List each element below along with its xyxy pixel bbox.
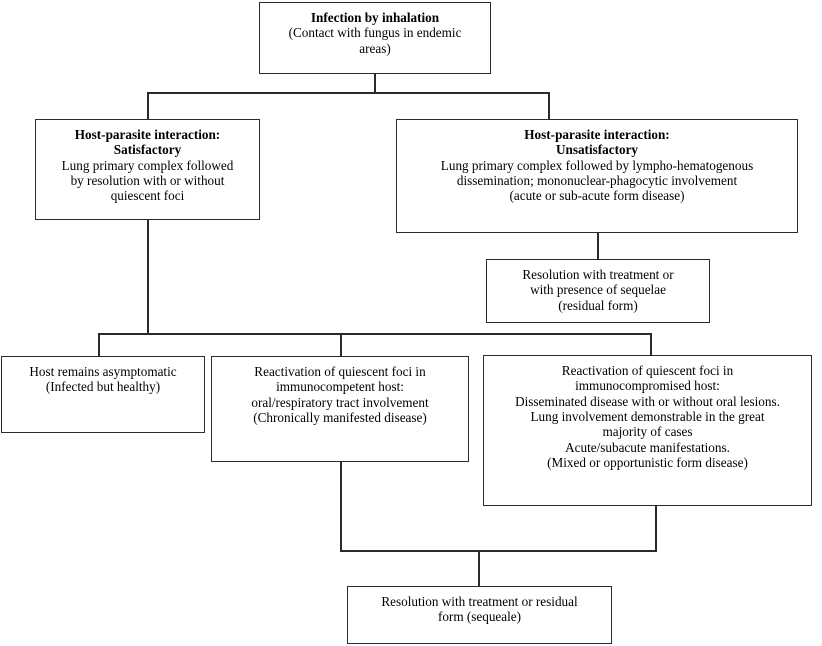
- node-residual-body: Resolution with treatment or with presen…: [522, 267, 674, 313]
- node-host-parasite-satisfactory: Host-parasite interaction: Satisfactory …: [35, 119, 260, 220]
- node-immunocompetent-body: Reactivation of quiescent foci in immuno…: [251, 364, 429, 425]
- connector-unsatisfactory-to-residual: [597, 233, 599, 260]
- node-residual-form: Resolution with treatment or with presen…: [486, 259, 710, 323]
- connector-immunocompromised-down: [655, 506, 657, 551]
- connector-fork-top-bar: [147, 92, 550, 94]
- node-reactivation-immunocompetent: Reactivation of quiescent foci in immuno…: [211, 356, 469, 462]
- node-resolution-or-sequelae: Resolution with treatment or residual fo…: [347, 586, 612, 644]
- connector-fork-mid-bar: [98, 333, 651, 335]
- node-infection-body: (Contact with fungus in endemic areas): [288, 25, 462, 56]
- node-unsatisfactory-title: Host-parasite interaction: Unsatisfactor…: [524, 127, 670, 158]
- connector-merge-to-resolution: [478, 550, 480, 587]
- connector-fork-top-right-drop: [548, 92, 550, 120]
- connector-fork-mid-right-drop: [650, 333, 652, 356]
- connector-immunocompetent-down: [340, 462, 342, 551]
- node-satisfactory-title: Host-parasite interaction: Satisfactory: [74, 127, 221, 158]
- node-reactivation-immunocompromised: Reactivation of quiescent foci in immuno…: [483, 355, 812, 506]
- node-host-remains-asymptomatic: Host remains asymptomatic (Infected but …: [1, 356, 205, 433]
- connector-infection-to-fork: [374, 74, 376, 93]
- connector-fork-mid-left-drop: [98, 333, 100, 357]
- node-host-parasite-unsatisfactory: Host-parasite interaction: Unsatisfactor…: [396, 119, 798, 233]
- node-infection-title: Infection by inhalation: [310, 10, 440, 25]
- connector-fork-mid-center-drop: [340, 333, 342, 357]
- node-resolution-body: Resolution with treatment or residual fo…: [381, 594, 578, 625]
- node-unsatisfactory-body: Lung primary complex followed by lympho-…: [440, 157, 754, 204]
- node-infection-by-inhalation: Infection by inhalation (Contact with fu…: [259, 2, 491, 74]
- node-satisfactory-body: Lung primary complex followed by resolut…: [61, 157, 234, 204]
- node-immunocompromised-body: Reactivation of quiescent foci in immuno…: [515, 363, 780, 470]
- connector-fork-top-left-drop: [147, 92, 149, 120]
- connector-satisfactory-down: [147, 220, 149, 334]
- node-asymptomatic-body: Host remains asymptomatic (Infected but …: [29, 364, 177, 395]
- connector-merge-bar: [340, 550, 657, 552]
